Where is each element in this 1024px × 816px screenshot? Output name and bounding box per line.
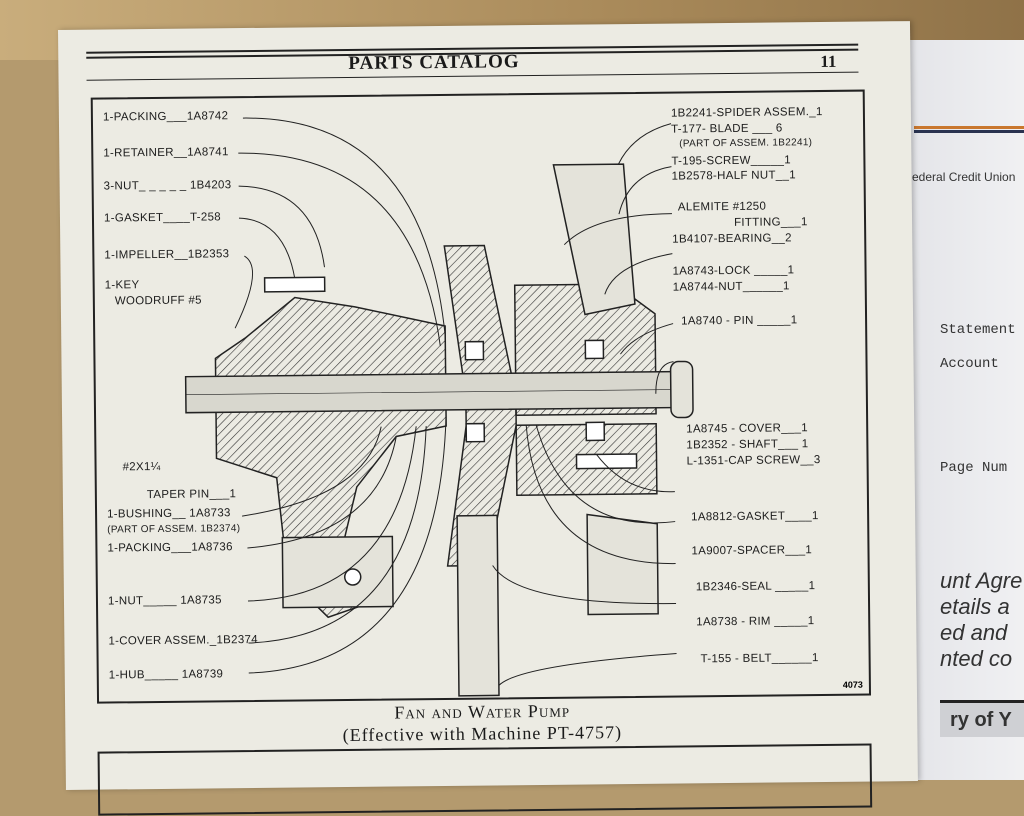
bearing	[585, 421, 606, 442]
shaft-centerline	[185, 389, 686, 395]
bearing	[465, 422, 486, 443]
part-label: 1B4107-BEARING__2	[672, 232, 792, 246]
fan-blade-lower	[586, 513, 659, 616]
agreement-line: unt Agre	[940, 568, 1023, 593]
part-label: 1-HUB_____ 1A8739	[108, 668, 224, 682]
part-label: 1-GASKET____T-258	[103, 211, 222, 225]
part-label: 1-BUSHING__ 1A8733	[107, 507, 231, 521]
page-title: PARTS CATALOG	[348, 51, 520, 74]
part-label: 1-KEY	[104, 279, 140, 292]
part-label: L-1351-CAP SCREW__3	[686, 454, 821, 468]
part-label: TAPER PIN___1	[146, 488, 237, 502]
part-label: 1A8738 - RIM _____1	[696, 615, 815, 629]
statement-line: Statement	[940, 322, 1016, 338]
part-label: 1A9007-SPACER___1	[691, 544, 813, 558]
belt	[456, 514, 500, 697]
bearing	[584, 339, 605, 360]
fan-blade-upper	[552, 163, 636, 316]
next-diagram-frame	[97, 743, 873, 816]
background-statement: ederal Credit Union Statement Account Pa…	[900, 40, 1024, 780]
diagram-frame: 1-PACKING___1A8742 1-RETAINER__1A8741 3-…	[90, 89, 872, 704]
part-label: FITTING___1	[733, 216, 808, 229]
part-label: 1B2352 - SHAFT___ 1	[686, 438, 809, 452]
part-label-note: (PART OF ASSEM. 1B2241)	[679, 137, 813, 150]
part-label: WOODRUFF #5	[114, 294, 202, 308]
part-label: T-155 - BELT______1	[700, 652, 819, 666]
part-label: T-177- BLADE ___ 6	[671, 122, 783, 136]
statement-brand: ederal Credit Union	[912, 170, 1016, 184]
statement-line: Account	[940, 356, 999, 372]
agreement-line: ed and	[940, 620, 1008, 645]
divider	[914, 130, 1024, 133]
part-label: 1-PACKING___1A8736	[107, 541, 233, 555]
part-label: T-195-SCREW_____1	[671, 154, 791, 168]
bearing	[464, 340, 485, 361]
part-label: 3-NUT_ _ _ _ _ 1B4203	[103, 179, 232, 193]
summary-heading: ry of Y	[940, 700, 1024, 737]
cap-screw	[575, 453, 638, 470]
figure-number: 4073	[842, 679, 863, 690]
shaft-cover	[669, 360, 694, 419]
part-label: 1A8745 - COVER___1	[686, 422, 809, 436]
part-label-note: (PART OF ASSEM. 1B2374)	[107, 523, 241, 536]
part-label: 1-COVER ASSEM._1B2374	[108, 633, 258, 648]
flange-hole	[343, 568, 362, 586]
outlet-flange	[281, 535, 394, 609]
fan-water-pump-diagram	[184, 117, 694, 697]
part-label: 1A8744-NUT______1	[672, 280, 790, 294]
part-label: 1B2346-SEAL _____1	[695, 580, 816, 594]
part-label: 1B2241-SPIDER ASSEM._1	[670, 105, 823, 120]
part-label: 1-PACKING___1A8742	[102, 110, 229, 124]
part-label: 1A8740 - PIN _____1	[681, 314, 798, 328]
leader-lines	[234, 117, 677, 686]
cap-screw	[263, 276, 326, 293]
part-label: 1-NUT_____ 1A8735	[107, 594, 222, 608]
part-label: 1-RETAINER__1A8741	[103, 146, 229, 160]
page-number: 11	[820, 51, 837, 72]
part-label: 1-IMPELLER__1B2353	[104, 248, 230, 262]
part-label: 1B2578-HALF NUT__1	[671, 169, 796, 183]
part-label: 1A8812-GASKET____1	[691, 510, 819, 524]
catalog-page: PARTS CATALOG 11	[58, 21, 918, 816]
part-label: #2X1¼	[122, 460, 161, 474]
part-label: 1A8743-LOCK _____1	[672, 264, 795, 278]
statement-line: Page Num	[940, 460, 1008, 476]
agreement-line: nted co	[940, 646, 1013, 671]
part-label: ALEMITE #1250	[677, 200, 767, 214]
divider	[914, 126, 1024, 129]
agreement-line: etails a	[940, 594, 1010, 619]
